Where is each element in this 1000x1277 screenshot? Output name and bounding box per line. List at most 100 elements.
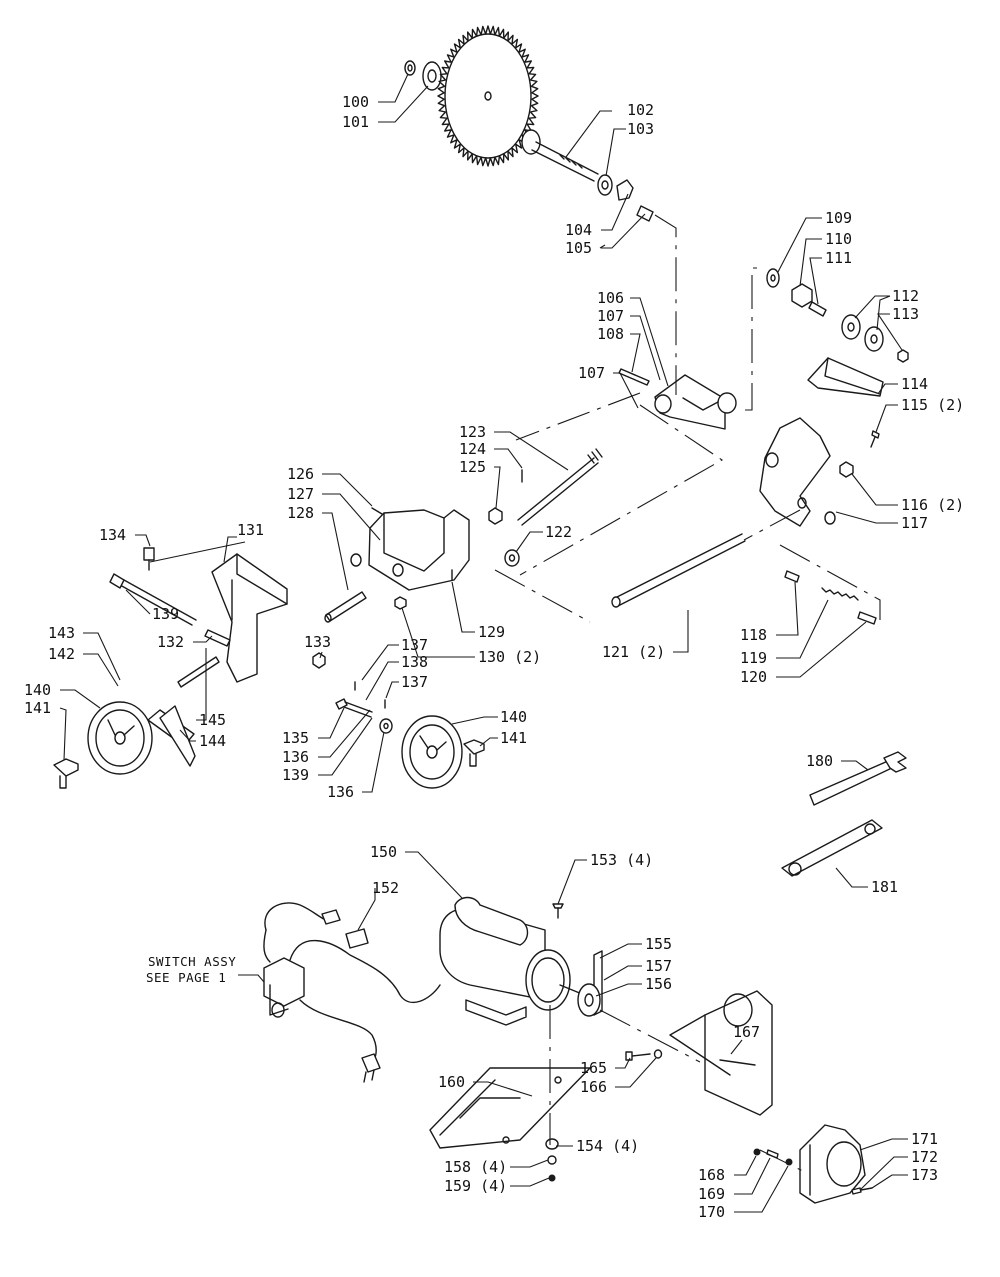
callout-107-lower: 107: [578, 364, 605, 382]
part-washer-154: [545, 1138, 559, 1150]
part-bearing-right: [766, 268, 780, 288]
part-washer-122: [504, 549, 520, 567]
part-pin-118: [784, 570, 800, 583]
callout-153: 153 (4): [590, 851, 653, 869]
callout-137-lower: 137: [401, 673, 428, 691]
part-washer-166: [653, 1049, 663, 1059]
part-pin-108: [618, 368, 650, 386]
callout-104: 104: [565, 221, 592, 239]
part-washers: [841, 314, 884, 352]
part-power-cord: [289, 939, 441, 1083]
alignment-lines: [494, 214, 881, 1173]
part-screw-153: [552, 903, 564, 919]
callout-129: 129: [478, 623, 505, 641]
part-wrench-181: [781, 819, 883, 877]
callout-140-right: 140: [500, 708, 527, 726]
callout-118: 118: [740, 626, 767, 644]
part-arbor-bearing: [597, 174, 613, 196]
part-screw-172-173: [851, 1187, 873, 1195]
callout-124: 124: [459, 440, 486, 458]
callout-110: 110: [825, 230, 852, 248]
callout-126: 126: [287, 465, 314, 483]
callout-158: 158 (4): [444, 1158, 507, 1176]
part-spacer: [808, 301, 827, 317]
callout-123: 123: [459, 423, 486, 441]
part-nut-133: [312, 652, 326, 669]
part-spring-119: [821, 587, 859, 601]
part-belt-guard: [799, 1124, 866, 1204]
part-handle-knob-right: [463, 739, 485, 767]
part-handle-knob-left: [53, 758, 79, 789]
callout-127: 127: [287, 485, 314, 503]
callout-172: 172: [911, 1148, 938, 1166]
callout-171: 171: [911, 1130, 938, 1148]
part-wrench-180: [809, 751, 907, 806]
callout-139-right: 139: [282, 766, 309, 784]
callout-180: 180: [806, 752, 833, 770]
callout-173: 173: [911, 1166, 938, 1184]
part-shaft-128: [324, 591, 367, 623]
part-switch-assembly: [263, 957, 305, 1018]
callout-150: 150: [370, 843, 397, 861]
part-arbor-shaft: [521, 129, 599, 182]
callout-136-left: 136: [282, 748, 309, 766]
callout-113: 113: [892, 305, 919, 323]
callout-159: 159 (4): [444, 1177, 507, 1195]
callout-167: 167: [733, 1023, 760, 1041]
callout-143: 143: [48, 624, 75, 642]
callout-166: 166: [580, 1078, 607, 1096]
callout-142: 142: [48, 645, 75, 663]
part-sleeve-132: [204, 629, 231, 647]
part-support-rod: [611, 533, 746, 608]
callout-122: 122: [545, 523, 572, 541]
part-plunger-120: [857, 611, 877, 625]
callout-120: 120: [740, 668, 767, 686]
part-bolt-165: [625, 1051, 651, 1061]
callout-101: 101: [342, 113, 369, 131]
part-nut-113: [897, 349, 909, 363]
callout-133: 133: [304, 633, 331, 651]
callout-136-right: 136: [327, 783, 354, 801]
part-motor: [439, 896, 583, 1026]
callout-125: 125: [459, 458, 486, 476]
part-yoke: [654, 374, 737, 430]
part-fence-bracket: [211, 553, 288, 683]
part-motor-bracket: [669, 990, 773, 1116]
callout-103: 103: [627, 120, 654, 138]
callout-106: 106: [597, 289, 624, 307]
callout-169: 169: [698, 1185, 725, 1203]
callout-160: 160: [438, 1073, 465, 1091]
part-nut-116: [839, 461, 854, 478]
callout-114: 114: [901, 375, 928, 393]
part-crank-lever: [147, 705, 196, 767]
callout-155: 155: [645, 935, 672, 953]
callout-168: 168: [698, 1166, 725, 1184]
callout-102: 102: [627, 101, 654, 119]
part-hex-pulley: [791, 283, 813, 308]
part-trunnion-bracket: [759, 417, 836, 527]
callout-165: 165: [580, 1059, 607, 1077]
callout-139-left: 139: [152, 605, 179, 623]
part-outer-flange: [422, 61, 442, 91]
callout-137-upper: 137: [401, 636, 428, 654]
part-handwheel-right: [401, 715, 463, 789]
callout-141-left: 141: [24, 699, 51, 717]
part-nut-130: [394, 596, 407, 610]
callout-107-upper: 107: [597, 307, 624, 325]
part-arbor-nut: [404, 60, 416, 76]
callout-116: 116 (2): [901, 496, 964, 514]
part-arbor-sleeve: [636, 205, 654, 222]
part-bolt-134: [143, 547, 155, 571]
callout-128: 128: [287, 504, 314, 522]
callout-138: 138: [401, 653, 428, 671]
callout-130: 130 (2): [478, 648, 541, 666]
callout-134: 134: [99, 526, 126, 544]
part-collar-136: [379, 718, 393, 734]
callout-144: 144: [199, 732, 226, 750]
part-nut-125: [488, 507, 503, 525]
part-pin-126: [371, 507, 383, 515]
part-handwheel-left: [87, 701, 153, 775]
part-lead-screw: [517, 448, 603, 526]
part-saw-blade: [437, 25, 539, 167]
